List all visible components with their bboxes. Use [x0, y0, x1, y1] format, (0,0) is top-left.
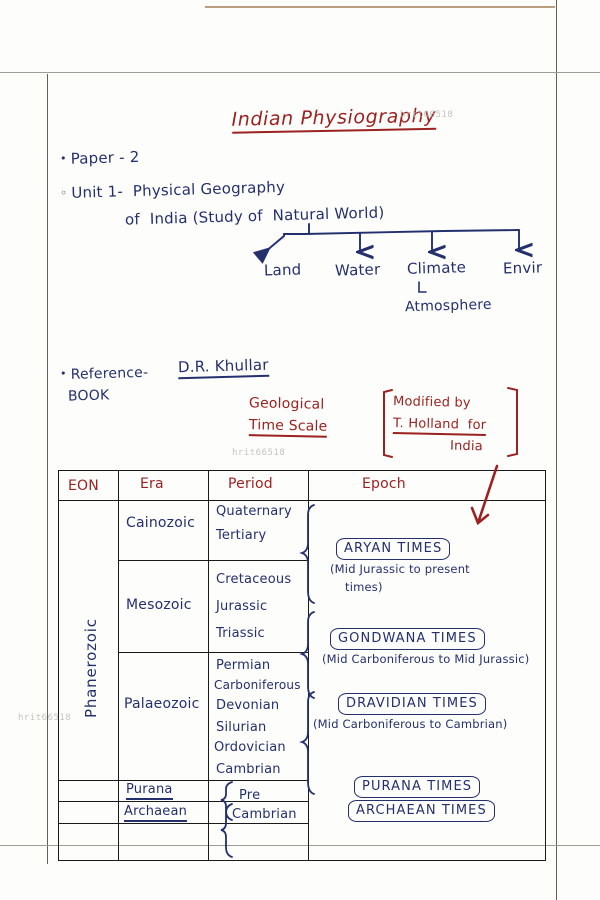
table-cell-period-precambrian-line1: Pre	[239, 788, 261, 803]
page-header-rule	[0, 72, 600, 73]
table-cell-period-carboniferous: Carboniferous	[214, 678, 301, 692]
epoch-label-purana-times: PURANA TIMES	[354, 776, 481, 798]
branch-environment: Envir	[502, 258, 543, 278]
table-cell-eon-phanerozoic: Phanerozoic	[82, 618, 100, 718]
table-line-era-period	[208, 470, 210, 860]
table-header-period: Period	[228, 476, 273, 492]
table-cell-period-devonian: Devonian	[216, 698, 280, 713]
epoch-label-dravidian-times: DRAVIDIAN TIMES	[338, 693, 486, 715]
note-unit-line2: of India (Study of Natural World)	[124, 203, 385, 229]
branch-tree-connectors	[252, 223, 519, 293]
table-cell-era-cainozoic: Cainozoic	[126, 515, 195, 531]
table-cell-period-silurian: Silurian	[216, 720, 267, 735]
table-line-cainozoic-bottom	[118, 560, 308, 562]
table-cell-period-ordovician: Ordovician	[214, 740, 286, 755]
table-cell-era-palaeozoic: Palaeozoic	[124, 696, 200, 712]
table-cell-period-triassic: Triassic	[216, 626, 265, 641]
note-unit-line1: Unit 1- Physical Geography	[60, 178, 285, 203]
table-line-left	[58, 470, 60, 860]
reference-label-2: BOOK	[67, 387, 110, 405]
epoch-pointer-arrow	[470, 464, 499, 526]
table-line-right	[545, 470, 547, 860]
table-line-archaean-bottom	[58, 823, 308, 825]
table-cell-era-mesozoic: Mesozoic	[126, 597, 192, 613]
table-cell-period-permian: Permian	[216, 658, 271, 673]
epoch-label-archaean-times: ARCHAEAN TIMES	[348, 800, 495, 822]
reference-author: D.R. Khullar	[177, 355, 269, 380]
table-header-eon: EON	[68, 478, 99, 494]
table-line-eon-era	[118, 470, 120, 860]
timescale-heading-line1: Geological	[248, 395, 325, 413]
table-line-purana-bottom	[58, 801, 308, 803]
epoch-range-gondwana-line1: (Mid Carboniferous to Mid Jurassic)	[322, 652, 530, 666]
watermark-left: hrit66518	[18, 713, 72, 723]
timescale-heading-line2: Time Scale	[248, 417, 328, 438]
branch-water: Water	[334, 260, 381, 280]
epoch-range-aryan-line2: times)	[345, 580, 383, 594]
epoch-range-aryan-line1: (Mid Jurassic to present	[330, 562, 470, 576]
branch-land: Land	[263, 260, 302, 280]
table-header-era: Era	[140, 476, 164, 492]
table-header-epoch: Epoch	[362, 476, 406, 492]
table-cell-era-archaean: Archaean	[124, 804, 188, 822]
table-line-period-epoch	[308, 470, 310, 860]
page-bottom-rule	[0, 845, 600, 846]
modified-by-line2: T. Holland for	[392, 416, 487, 436]
table-cell-era-purana: Purana	[126, 782, 173, 800]
table-line-bottom	[58, 860, 546, 862]
table-line-palaeozoic-bottom	[58, 780, 308, 782]
epoch-label-aryan-times: ARYAN TIMES	[336, 538, 451, 560]
branch-climate: Climate	[406, 258, 467, 278]
table-cell-period-precambrian-line2: Cambrian	[232, 807, 297, 822]
table-cell-period-jurassic: Jurassic	[216, 599, 268, 614]
page-left-margin-line	[47, 74, 48, 864]
branch-climate-sub: Atmosphere	[404, 296, 492, 316]
table-cell-period-cretaceous: Cretaceous	[216, 572, 292, 587]
epoch-range-dravidian-line1: (Mid Carboniferous to Cambrian)	[313, 717, 508, 731]
reference-label: Reference-	[60, 365, 149, 384]
table-cell-period-cambrian: Cambrian	[216, 762, 281, 777]
epoch-label-gondwana-times: GONDWANA TIMES	[330, 628, 485, 650]
page-right-margin-line	[556, 0, 557, 900]
watermark-top: hrit66518	[400, 110, 454, 120]
table-cell-period-tertiary: Tertiary	[216, 528, 267, 543]
table-cell-period-quaternary: Quaternary	[216, 504, 292, 519]
modified-by-line3: India	[449, 438, 484, 455]
page-top-rule	[205, 6, 555, 8]
watermark-mid: hrit66518	[232, 448, 286, 458]
table-line-top	[58, 470, 546, 472]
table-line-mesozoic-bottom	[118, 652, 308, 654]
modified-by-line1: Modified by	[392, 394, 471, 411]
note-paper: Paper - 2	[60, 148, 140, 168]
table-line-header-bottom	[58, 500, 546, 502]
